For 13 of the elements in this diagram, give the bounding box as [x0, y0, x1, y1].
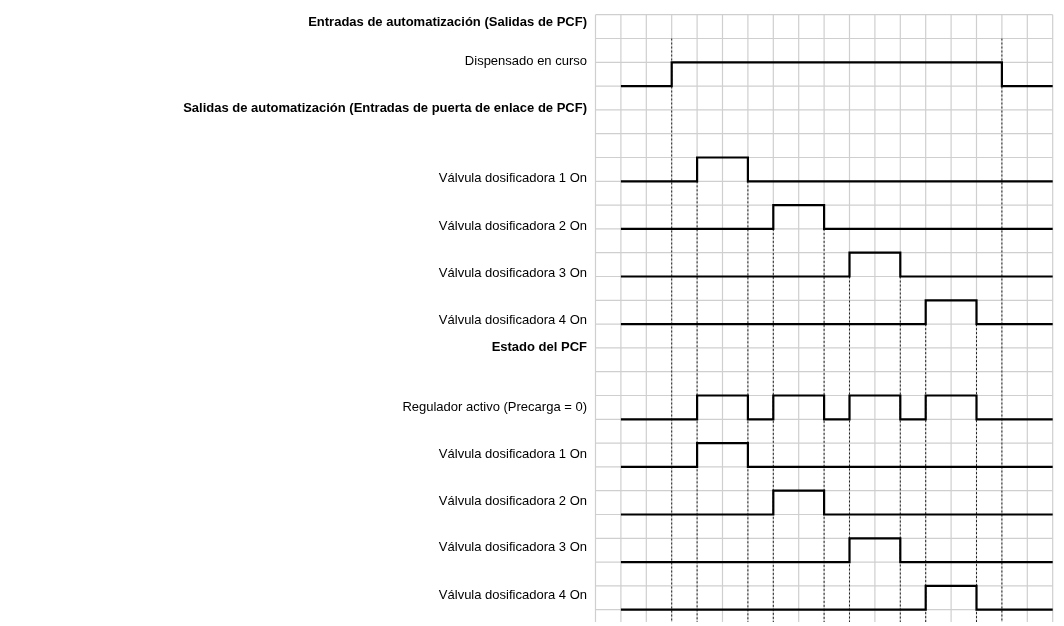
signal-label: Válvula dosificadora 3 On — [438, 539, 587, 555]
signal-label: Válvula dosificadora 2 On — [438, 218, 587, 234]
signal-label: Dispensado en curso — [464, 53, 587, 69]
signal-label: Válvula dosificadora 1 On — [438, 170, 587, 186]
section-heading: Salidas de automatización (Entradas de puerta de enlace de PCF) — [183, 100, 587, 116]
signal-label: Válvula dosificadora 4 On — [438, 587, 587, 603]
section-heading: Entradas de automatización (Salidas de PCF) — [308, 14, 587, 30]
signal-label: Regulador activo (Precarga = 0) — [402, 399, 587, 415]
section-heading: Estado del PCF — [491, 339, 587, 355]
signal-label: Válvula dosificadora 4 On — [438, 312, 587, 328]
signal-label: Válvula dosificadora 2 On — [438, 493, 587, 509]
signal-label: Válvula dosificadora 1 On — [438, 446, 587, 462]
signal-label: Válvula dosificadora 3 On — [438, 265, 587, 281]
